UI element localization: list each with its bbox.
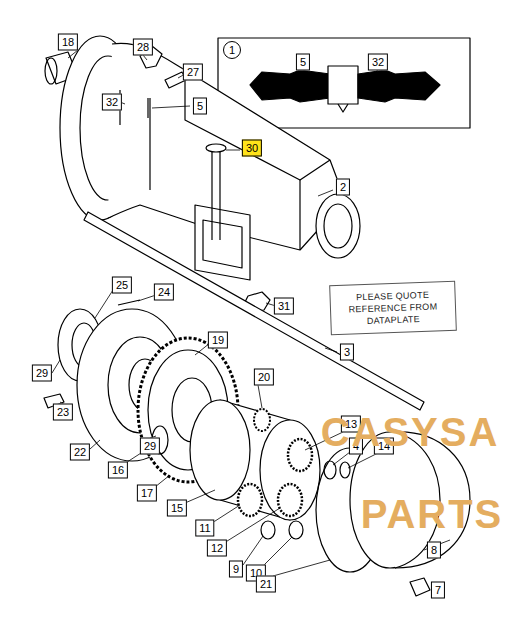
- callout-number: 5: [193, 98, 207, 115]
- callout-number: 19: [208, 332, 228, 349]
- callout-number: 15: [167, 500, 187, 517]
- callout-number: 12: [207, 540, 227, 557]
- callout-number: 22: [70, 444, 90, 461]
- callout-number: 30: [242, 140, 262, 157]
- watermark: PARTS: [361, 492, 504, 537]
- callout-number: 32: [102, 94, 122, 111]
- callout-number: 3: [340, 344, 354, 361]
- callout-number: 24: [154, 284, 174, 301]
- callout-number: 21: [256, 576, 276, 593]
- callout-number: 32: [368, 54, 388, 71]
- callout-number: 16: [108, 462, 128, 479]
- callout-number: 28: [133, 39, 153, 56]
- callout-number: 17: [137, 485, 157, 502]
- callout-number: 31: [274, 298, 294, 315]
- callout-number: 7: [431, 582, 445, 599]
- callout-number: 1: [223, 41, 241, 59]
- callout-number: 11: [195, 520, 214, 537]
- callout-number: 8: [427, 542, 441, 559]
- callout-number: 25: [112, 277, 132, 294]
- callout-number: 20: [254, 369, 274, 386]
- callout-number: 29: [32, 365, 52, 382]
- callout-number: 18: [58, 34, 78, 51]
- callout-number: 9: [229, 561, 243, 578]
- callout-number: 5: [296, 54, 310, 71]
- callout-number: 2: [336, 179, 350, 196]
- watermark: CASYSA: [321, 410, 500, 455]
- note-text: PLEASE QUOTE REFERENCE FROM DATAPLATE: [338, 288, 447, 328]
- callout-number: 29: [140, 438, 160, 455]
- dataplate-note: PLEASE QUOTE REFERENCE FROM DATAPLATE: [329, 281, 457, 335]
- callout-number: 23: [53, 404, 73, 421]
- callout-number: 27: [183, 64, 203, 81]
